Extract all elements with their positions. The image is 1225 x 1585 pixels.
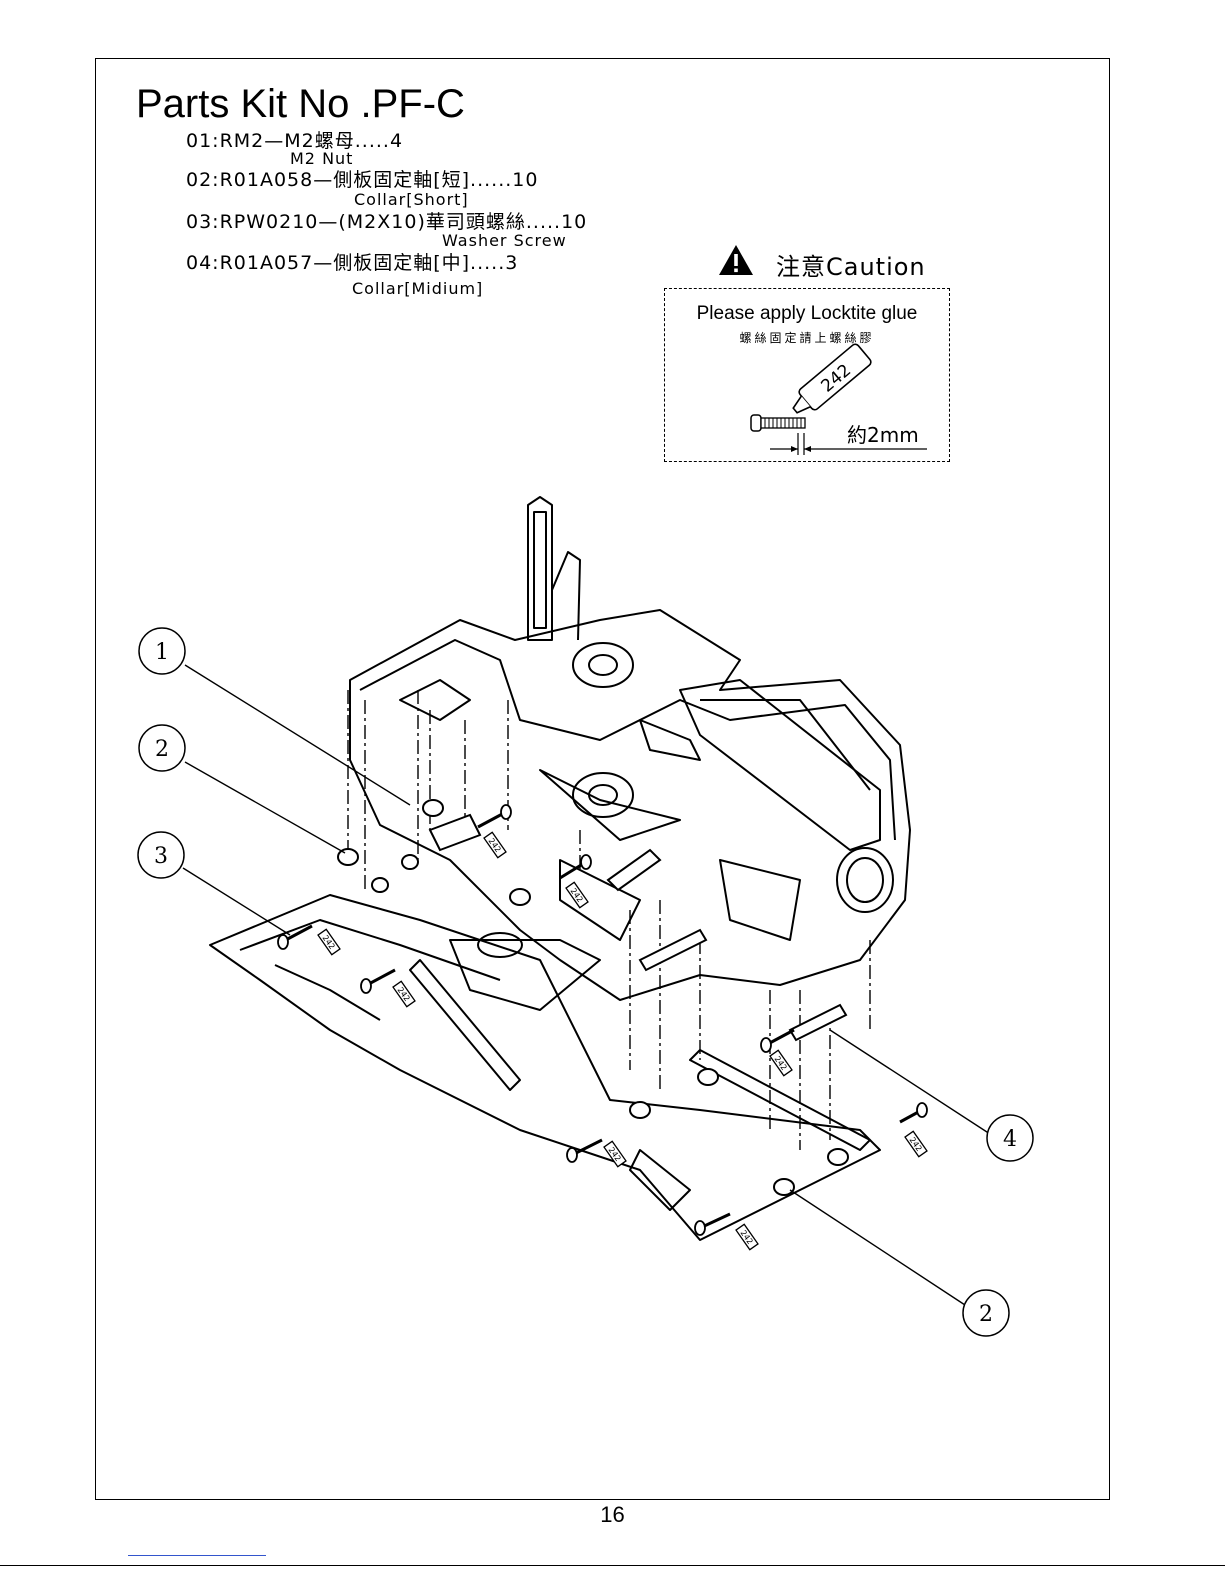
callout-1: 1: [155, 640, 169, 665]
page-number: 16: [0, 1502, 1225, 1528]
footer-rule: [0, 1565, 1225, 1566]
callout-4: 4: [1003, 1127, 1017, 1152]
callout-2: 2: [155, 737, 169, 762]
footer-link-underline: [128, 1555, 266, 1556]
callout-2-lower: 2: [979, 1302, 993, 1327]
callout-3: 3: [154, 844, 168, 869]
